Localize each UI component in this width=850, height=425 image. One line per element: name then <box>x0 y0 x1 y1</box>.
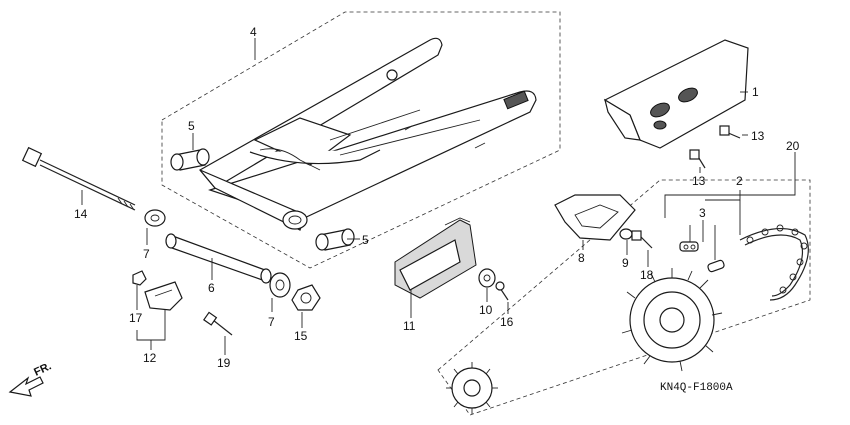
callout-19: 19 <box>217 356 231 370</box>
chain-guide-plate <box>554 194 636 241</box>
bushing-lower <box>315 228 355 251</box>
pivot-nut <box>291 284 321 311</box>
callout-10: 10 <box>479 303 493 317</box>
drive-chain <box>739 224 809 301</box>
callout-5-upper: 5 <box>188 119 195 133</box>
leader-lines <box>81 38 796 355</box>
pivot-bolt <box>21 146 136 211</box>
callout-16: 16 <box>500 315 514 329</box>
washer-lower <box>269 272 291 298</box>
callout-7-lower: 7 <box>268 315 275 329</box>
chain-joint <box>679 241 725 273</box>
collar-10 <box>478 268 496 288</box>
callout-5-lower: 5 <box>362 233 369 247</box>
callout-14: 14 <box>74 207 88 221</box>
callout-13-lower: 13 <box>692 174 706 188</box>
front-direction-arrow: FR. <box>8 360 53 397</box>
bolt-18 <box>631 230 653 249</box>
callout-20: 20 <box>786 139 800 153</box>
diagram-code: KN4Q-F1800A <box>660 382 733 394</box>
callout-8: 8 <box>578 251 585 265</box>
callout-15: 15 <box>294 329 308 343</box>
callout-11: 11 <box>403 319 416 333</box>
bushing-upper <box>170 148 210 171</box>
washer-upper <box>144 209 166 227</box>
callout-numbers: 1 2 3 4 5 5 6 7 7 8 9 10 11 12 13 13 14 … <box>74 25 800 370</box>
callout-3: 3 <box>699 206 706 220</box>
bolt-13-upper <box>719 125 741 139</box>
callout-12: 12 <box>143 351 157 365</box>
chain-cover <box>603 39 749 149</box>
collar-9 <box>619 228 633 240</box>
bolt-19 <box>203 311 233 336</box>
bolt-13-lower <box>689 149 706 169</box>
swingarm-group-outline <box>161 11 561 269</box>
callout-17: 17 <box>129 311 143 325</box>
chain-slider <box>394 217 477 299</box>
swingarm <box>199 37 537 231</box>
front-label: FR. <box>32 360 53 378</box>
callout-2: 2 <box>736 174 743 188</box>
chain-guide-small <box>132 270 183 311</box>
driven-sprocket <box>621 268 723 372</box>
callout-9: 9 <box>622 256 629 270</box>
callout-18: 18 <box>640 268 654 282</box>
pivot-collar <box>165 233 272 284</box>
drive-sprocket <box>446 362 498 414</box>
screw-16 <box>495 281 509 301</box>
callout-6: 6 <box>208 281 215 295</box>
callout-4: 4 <box>250 25 257 39</box>
callout-13-upper: 13 <box>751 129 765 143</box>
callout-7-upper: 7 <box>143 247 150 261</box>
callout-1: 1 <box>752 85 759 99</box>
